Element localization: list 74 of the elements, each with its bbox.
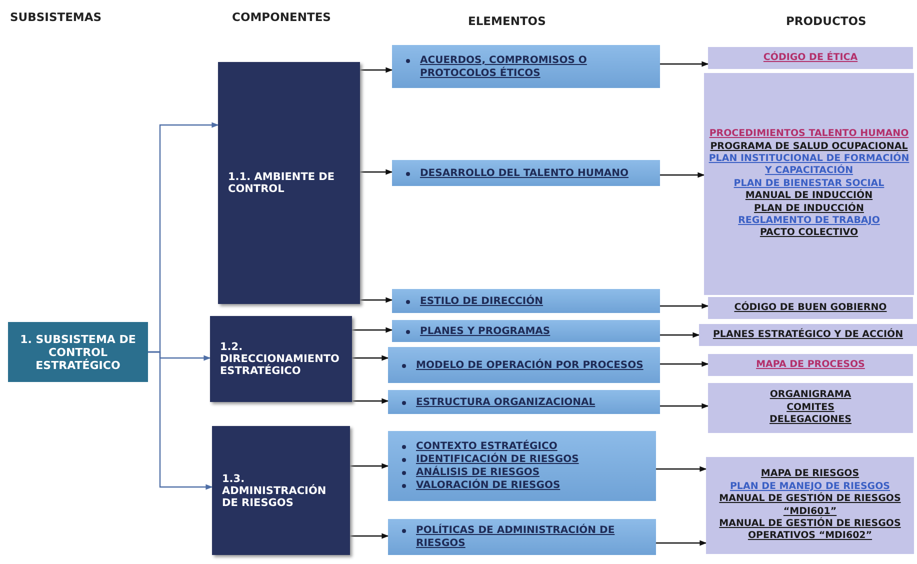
arrow <box>660 61 709 67</box>
product-text: MANUAL DE GESTIÓN DE RIESGOS “MDI601” <box>718 493 902 517</box>
arrow <box>660 303 709 309</box>
product-box <box>708 354 913 376</box>
column-heading: ELEMENTOS <box>468 14 546 28</box>
product-text: PLAN INSTITUCIONAL DE FORMACIÓN Y CAPACITACIÓN <box>708 153 910 178</box>
arrow <box>656 466 707 472</box>
product-box <box>704 73 914 295</box>
product-text: DELEGACIONES <box>770 414 852 427</box>
arrow <box>656 540 707 546</box>
arrow <box>660 361 709 367</box>
column-heading: SUBSISTEMAS <box>10 10 102 24</box>
subsystem-box <box>8 322 148 382</box>
arrow <box>660 403 709 409</box>
arrow <box>360 297 393 303</box>
arrow <box>350 533 389 539</box>
column-heading: COMPONENTES <box>232 10 331 24</box>
element-box <box>392 45 660 88</box>
product-text: PROCEDIMIENTOS TALENTO HUMANO <box>709 128 909 141</box>
component-label: 1.2. DIRECCIONAMIENTO ESTRATÉGICO <box>220 341 340 377</box>
element-text: ESTRUCTURA ORGANIZACIONAL <box>416 396 596 408</box>
element-box <box>392 289 660 313</box>
element-box <box>392 160 660 186</box>
component-label: 1.1. AMBIENTE DE CONTROL <box>228 171 336 195</box>
product-text: COMITES <box>786 402 834 414</box>
product-text: MAPA DE RIESGOS <box>760 468 860 481</box>
product-text: MAPA DE PROCESOS <box>756 358 865 372</box>
arrow <box>360 169 393 175</box>
product-text: CÓDIGO DE BUEN GOBIERNO <box>734 302 887 314</box>
product-text: PLAN DE MANEJO DE RIESGOS <box>730 480 890 492</box>
arrow <box>360 67 393 73</box>
element-text: IDENTIFICACIÓN DE RIESGOS <box>416 453 579 466</box>
product-text: ORGANIGRAMA <box>770 389 852 402</box>
product-text: MANUAL DE GESTIÓN DE RIESGOS OPERATIVOS “MDI602” <box>718 518 902 543</box>
product-text: PLAN DE INDUCCIÓN <box>754 202 864 215</box>
product-box <box>699 324 917 346</box>
element-box <box>388 390 660 414</box>
element-text: ESTILO DE DIRECCIÓN <box>420 294 544 308</box>
product-text: PLANES ESTRATÉGICO Y DE ACCIÓN <box>712 328 904 342</box>
element-box <box>388 519 656 555</box>
component-box <box>218 62 360 304</box>
subsystem-label: 1. SUBSISTEMA DE CONTROL ESTRATÉGICO <box>19 332 137 372</box>
element-text: POLÍTICAS DE ADMINISTRACIÓN DE RIESGOS <box>416 524 616 550</box>
arrow <box>660 332 700 338</box>
arrow <box>148 351 213 490</box>
element-text: CONTEXTO ESTRATÉGICO <box>416 440 558 452</box>
component-label: 1.3. ADMINISTRACIÓN DE RIESGOS <box>222 472 328 508</box>
element-box <box>388 347 660 383</box>
arrow <box>352 398 389 404</box>
product-text: PROGRAMA DE SALUD OCUPACIONAL <box>710 140 908 152</box>
component-box <box>210 316 352 402</box>
column-heading: PRODUCTOS <box>786 14 866 28</box>
product-text: PLAN DE BIENESTAR SOCIAL <box>734 178 884 189</box>
element-text: MODELO DE OPERACIÓN POR PROCESOS <box>416 358 644 372</box>
arrow <box>352 355 389 361</box>
product-text: MANUAL DE INDUCCIÓN <box>745 190 873 202</box>
arrow <box>352 327 393 333</box>
element-text: VALORACIÓN DE RIESGOS <box>416 479 560 492</box>
element-text: DESARROLLO DEL TALENTO HUMANO <box>420 166 629 180</box>
product-text: CÓDIGO DE ÉTICA <box>763 52 858 64</box>
element-text: ACUERDOS, COMPROMISOS O PROTOCOLOS ÉTICOS <box>420 54 588 80</box>
element-text: PLANES Y PROGRAMAS <box>420 324 550 338</box>
product-text: PACTO COLECTIVO <box>760 227 858 240</box>
product-box <box>708 383 913 433</box>
product-text: REGLAMENTO DE TRABAJO <box>738 214 880 228</box>
arrow <box>350 463 389 469</box>
component-box <box>212 426 350 555</box>
element-box <box>388 431 656 501</box>
element-box <box>392 320 660 342</box>
product-box <box>706 457 914 554</box>
product-box <box>708 47 913 69</box>
arrow <box>660 172 705 178</box>
element-text: ANÁLISIS DE RIESGOS <box>416 466 540 478</box>
product-box <box>708 297 913 319</box>
